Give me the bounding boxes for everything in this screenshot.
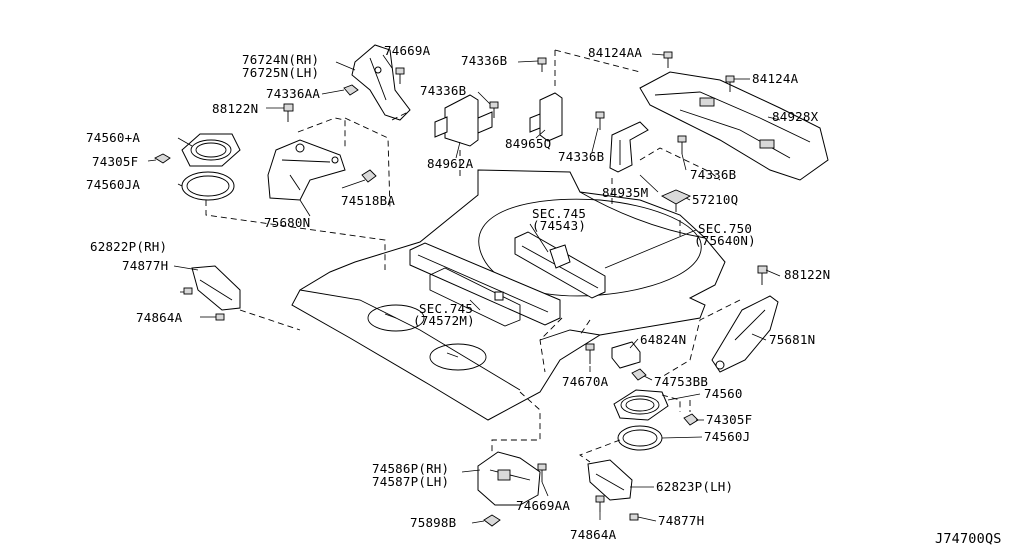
label-74305f-right: 74305F: [706, 412, 753, 427]
label-74336aa: 74336AA: [266, 86, 321, 101]
label-57210q: 57210Q: [692, 192, 739, 207]
label-76724n: 76724N(RH): [242, 52, 320, 67]
bracket-74586p: [477, 451, 541, 506]
trim-84928x: [639, 71, 829, 181]
label-74560a: 74560+A: [86, 130, 141, 145]
speaker-bracket-74560a: [181, 133, 241, 167]
label-74336b-far: 74336B: [690, 167, 737, 182]
clip-74305f-left: [154, 153, 171, 164]
speaker-bracket-74560: [613, 389, 669, 421]
label-74587p: 74587P(LH): [372, 474, 450, 489]
label-88122n-left: 88122N: [212, 101, 259, 116]
label-75681n: 75681N: [769, 332, 816, 347]
cross-member-74543: [514, 231, 606, 299]
label-74336b-mid: 74336B: [420, 83, 467, 98]
label-74305f-left: 74305F: [92, 154, 139, 169]
bolt-84124aa: [663, 51, 673, 68]
label-64824n: 64824N: [640, 332, 687, 347]
label-74560j: 74560J: [704, 429, 751, 444]
bracket-75680n: [267, 139, 346, 201]
bolt-74336b-a: [489, 101, 499, 118]
bolt-88122n-right: [757, 265, 768, 285]
label-74753bb: 74753BB: [654, 374, 709, 389]
label-74572m: (74572M): [413, 313, 475, 328]
bolt-74877h-left: [183, 287, 193, 295]
bracket-84962a: [434, 94, 493, 147]
label-75640n: (75640N): [694, 233, 756, 248]
bolt-74669aa: [537, 463, 547, 482]
clip-74518ba: [361, 169, 377, 183]
bracket-75681n: [711, 295, 779, 373]
bracket-64824n: [611, 341, 641, 369]
bolt-74864a-left: [215, 313, 225, 321]
diagram-code: J74700QS: [935, 531, 1002, 547]
label-84124aa: 84124AA: [588, 45, 643, 60]
label-sec745-top: SEC.745: [532, 206, 587, 221]
label-74877h-bottom: 74877H: [658, 513, 705, 528]
grommet-57210q: [660, 189, 692, 212]
bracket-84965q: [529, 92, 563, 142]
speaker-ring-74560j: [617, 425, 663, 451]
bracket-76724n: [351, 44, 411, 121]
bolt-74336b-c: [677, 135, 687, 154]
bracket-84935m: [609, 121, 649, 173]
label-sec750: SEC.750: [698, 221, 753, 236]
label-74670a: 74670A: [562, 374, 609, 389]
speaker-ring-74560ja: [181, 171, 235, 201]
label-75680n: 75680N: [264, 215, 311, 230]
label-74560: 74560: [704, 386, 743, 401]
label-74336b-right: 74336B: [558, 149, 605, 164]
label-84962a: 84962A: [427, 156, 474, 171]
label-sec745-bottom: SEC.745: [419, 301, 474, 316]
label-76725n: 76725N(LH): [242, 65, 320, 80]
trim-62822p: [191, 265, 241, 311]
label-74669a: 74669A: [384, 43, 431, 58]
label-84928x: 84928X: [772, 109, 819, 124]
label-62822p: 62822P(RH): [90, 239, 168, 254]
label-74518ba: 74518BA: [341, 193, 396, 208]
label-84935m: 84935M: [602, 185, 649, 200]
label-84124a: 84124A: [752, 71, 799, 86]
label-84965q: 84965Q: [505, 136, 552, 151]
label-74864a-left: 74864A: [136, 310, 183, 325]
cross-member-74572m: [409, 242, 561, 327]
label-74586p: 74586P(RH): [372, 461, 450, 476]
clip-75898b: [483, 514, 501, 527]
assembly-lines: [205, 49, 741, 463]
bolt-74670a: [585, 343, 595, 364]
bolt-74336b-top: [537, 57, 547, 72]
label-75898b: 75898B: [410, 515, 457, 530]
nut-74753bb: [631, 368, 647, 381]
bolt-88122n-left: [283, 103, 294, 122]
bolt-74864a-bottom: [595, 495, 605, 512]
label-88122n-right: 88122N: [784, 267, 831, 282]
label-74336b-top: 74336B: [461, 53, 508, 68]
trim-62823p: [587, 459, 633, 501]
leader-lines: [147, 53, 781, 524]
clip-74305f-right: [683, 413, 699, 426]
bolt-74877h-bottom: [629, 513, 639, 521]
label-74864a-bottom: 74864A: [570, 527, 617, 542]
bolt-74336b-b: [595, 111, 605, 130]
label-74560ja: 74560JA: [86, 177, 141, 192]
nut-74336aa: [343, 84, 359, 96]
label-74877h-left: 74877H: [122, 258, 169, 273]
label-74543: (74543): [532, 218, 587, 233]
label-74669aa: 74669AA: [516, 498, 571, 513]
bolt-74669a: [395, 67, 405, 84]
label-62823p: 62823P(LH): [656, 479, 734, 494]
